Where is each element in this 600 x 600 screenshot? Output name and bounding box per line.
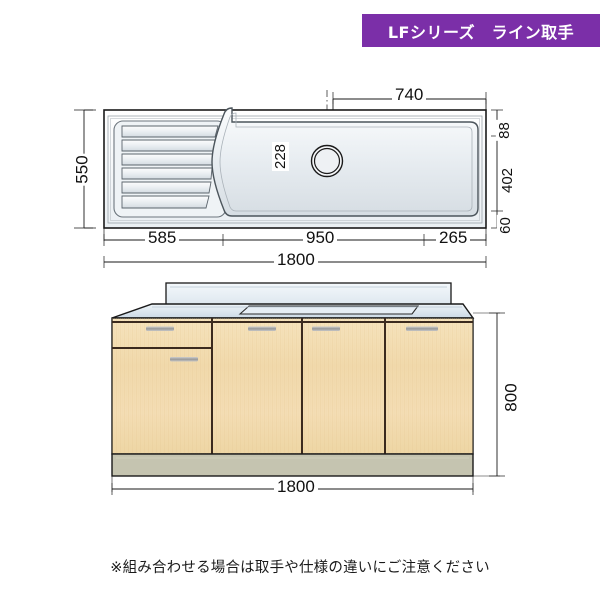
dim-top-view-stack-60: 60 <box>496 215 514 236</box>
footer-caption: ※組み合わせる場合は取手や仕様の違いにご注意ください <box>110 560 490 576</box>
countertop-sink-outline <box>238 305 420 315</box>
toe-kick <box>111 453 474 477</box>
handle-door-lower-left <box>170 357 198 362</box>
dim-top-view-segment-950: 950 <box>303 229 338 246</box>
dim-front-view-height-800: 800 <box>501 381 521 414</box>
dim-top-view-segment-265: 265 <box>436 229 471 246</box>
dim-top-view-total-1800: 1800 <box>274 251 318 268</box>
dim-top-view-stack-88: 88 <box>495 120 513 141</box>
dim-top-view-depth-550: 550 <box>72 153 92 186</box>
handle-drawer-top-left <box>146 326 174 331</box>
drain-hole <box>310 144 344 178</box>
cabinet-handles <box>146 326 438 362</box>
dim-top-view-span-740: 740 <box>392 86 427 103</box>
cabinet-front-view-body <box>111 282 475 477</box>
sink-top-view-body <box>103 107 487 229</box>
dim-top-view-segment-585: 585 <box>145 229 180 246</box>
series-banner: LFシリーズ ライン取手 <box>362 14 600 47</box>
handle-door-center-right <box>312 326 340 331</box>
backsplash <box>165 282 452 306</box>
drainboard <box>113 120 227 218</box>
handle-door-center-left <box>248 326 276 331</box>
sink-basin <box>211 107 479 217</box>
dim-top-view-stack-402: 402 <box>499 165 517 196</box>
dim-top-view-drain-offset-228: 228 <box>272 141 290 172</box>
dim-front-view-width-1800: 1800 <box>274 478 318 495</box>
cabinet-panel-separators <box>112 318 473 454</box>
handle-door-right <box>406 326 438 331</box>
series-banner-label: LFシリーズ ライン取手 <box>387 22 575 42</box>
